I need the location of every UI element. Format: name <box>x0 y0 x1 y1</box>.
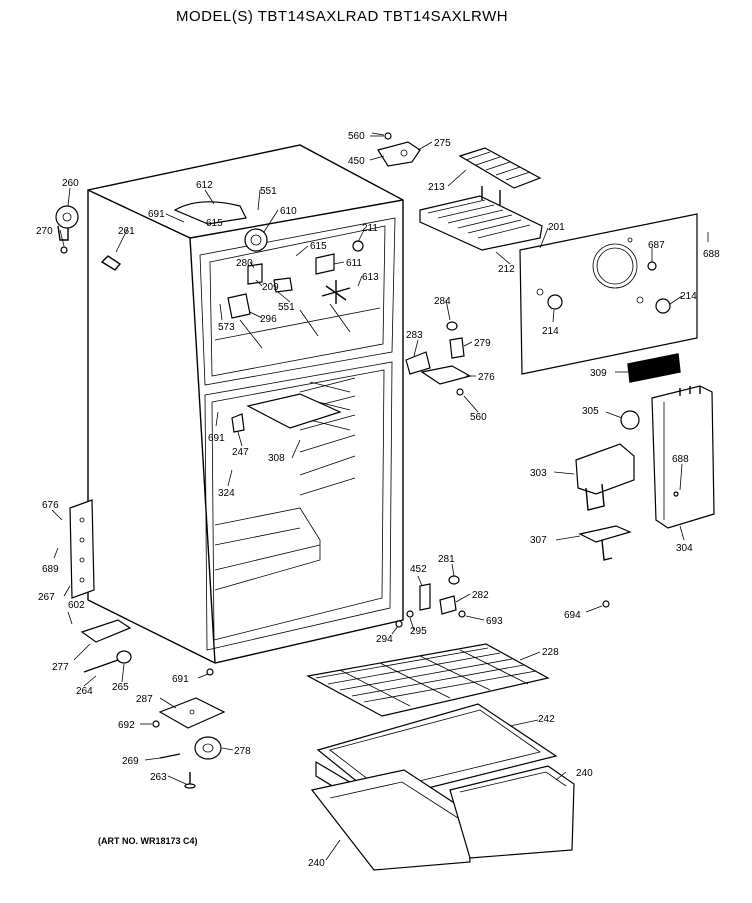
back-panel-drawing <box>519 213 698 383</box>
callout-label: 688 <box>703 249 720 260</box>
callout-label: 264 <box>76 686 93 697</box>
callout-label: 240 <box>576 768 593 779</box>
callout-label: 615 <box>206 218 223 229</box>
callout-label: 265 <box>112 682 129 693</box>
callout-label: 305 <box>582 406 599 417</box>
callout-label: 560 <box>348 131 365 142</box>
callout-label: 602 <box>68 600 85 611</box>
callout-label: 691 <box>148 209 165 220</box>
diagram-title: MODEL(S) TBT14SAXLRAD TBT14SAXLRWH <box>176 8 509 25</box>
callout-label: 689 <box>42 564 59 575</box>
callout-label: 296 <box>260 314 277 325</box>
callout-label: 691 <box>208 433 225 444</box>
callout-label: 278 <box>234 746 251 757</box>
callout-label: 687 <box>648 240 665 251</box>
callout-label: 304 <box>676 543 693 554</box>
callout-label: 303 <box>530 468 547 479</box>
callout-label: 693 <box>486 616 503 627</box>
callout-label: 324 <box>218 488 235 499</box>
callout-label: 610 <box>280 206 297 217</box>
callout-label: 282 <box>472 590 489 601</box>
ice-tray-assembly <box>370 132 543 251</box>
callout-label: 573 <box>218 322 235 333</box>
callout-label: 613 <box>362 272 379 283</box>
bottom-parts-drawing <box>152 668 226 789</box>
callout-label: 277 <box>52 662 69 673</box>
callout-label: 275 <box>434 138 451 149</box>
callout-label: 240 <box>308 858 325 869</box>
callout-label: 247 <box>232 447 249 458</box>
callout-label: 691 <box>172 674 189 685</box>
callout-label: 287 <box>136 694 153 705</box>
callout-label: 212 <box>498 264 515 275</box>
callout-label: 228 <box>542 647 559 658</box>
callout-label: 267 <box>38 592 55 603</box>
air-duct-parts-drawing <box>575 385 715 561</box>
callout-label: 309 <box>590 368 607 379</box>
callout-label: 551 <box>278 302 295 313</box>
callout-label: 263 <box>150 772 167 783</box>
callout-label: 307 <box>530 535 547 546</box>
callout-label: 242 <box>538 714 555 725</box>
callout-label: 260 <box>62 178 79 189</box>
callout-label: 295 <box>410 626 427 637</box>
callout-labels: 560 275 450 213 260 612 551 610 691 615 … <box>36 131 720 869</box>
callout-label: 612 <box>196 180 213 191</box>
callout-label: 209 <box>262 282 279 293</box>
callout-label: 214 <box>680 291 697 302</box>
callout-label: 214 <box>542 326 559 337</box>
callout-label: 211 <box>362 223 378 234</box>
callout-label: 692 <box>118 720 135 731</box>
callout-label: 276 <box>478 372 495 383</box>
callout-label: 611 <box>346 258 362 269</box>
callout-label: 676 <box>42 500 59 511</box>
leader-lines <box>51 132 709 861</box>
callout-label: 201 <box>548 222 565 233</box>
callout-label: 280 <box>236 258 253 269</box>
small-parts-drawing <box>395 321 610 628</box>
callout-label: 283 <box>406 330 423 341</box>
callout-label: 694 <box>564 610 581 621</box>
callout-label: 551 <box>260 186 277 197</box>
callout-label: 450 <box>348 156 365 167</box>
callout-label: 688 <box>672 454 689 465</box>
cabinet-drawing <box>55 144 404 673</box>
callout-label: 294 <box>376 634 393 645</box>
callout-label: 270 <box>36 226 53 237</box>
callout-label: 308 <box>268 453 285 464</box>
shelves-and-pans-drawing <box>306 643 575 871</box>
callout-label: 213 <box>428 182 445 193</box>
callout-label: 281 <box>438 554 455 565</box>
callout-label: 284 <box>434 296 451 307</box>
callout-label: 452 <box>410 564 427 575</box>
art-number: (ART NO. WR18173 C4) <box>98 836 198 846</box>
callout-label: 269 <box>122 756 139 767</box>
callout-label: 560 <box>470 412 487 423</box>
callout-label: 261 <box>118 226 135 237</box>
callout-label: 279 <box>474 338 491 349</box>
callout-label: 615 <box>310 241 327 252</box>
